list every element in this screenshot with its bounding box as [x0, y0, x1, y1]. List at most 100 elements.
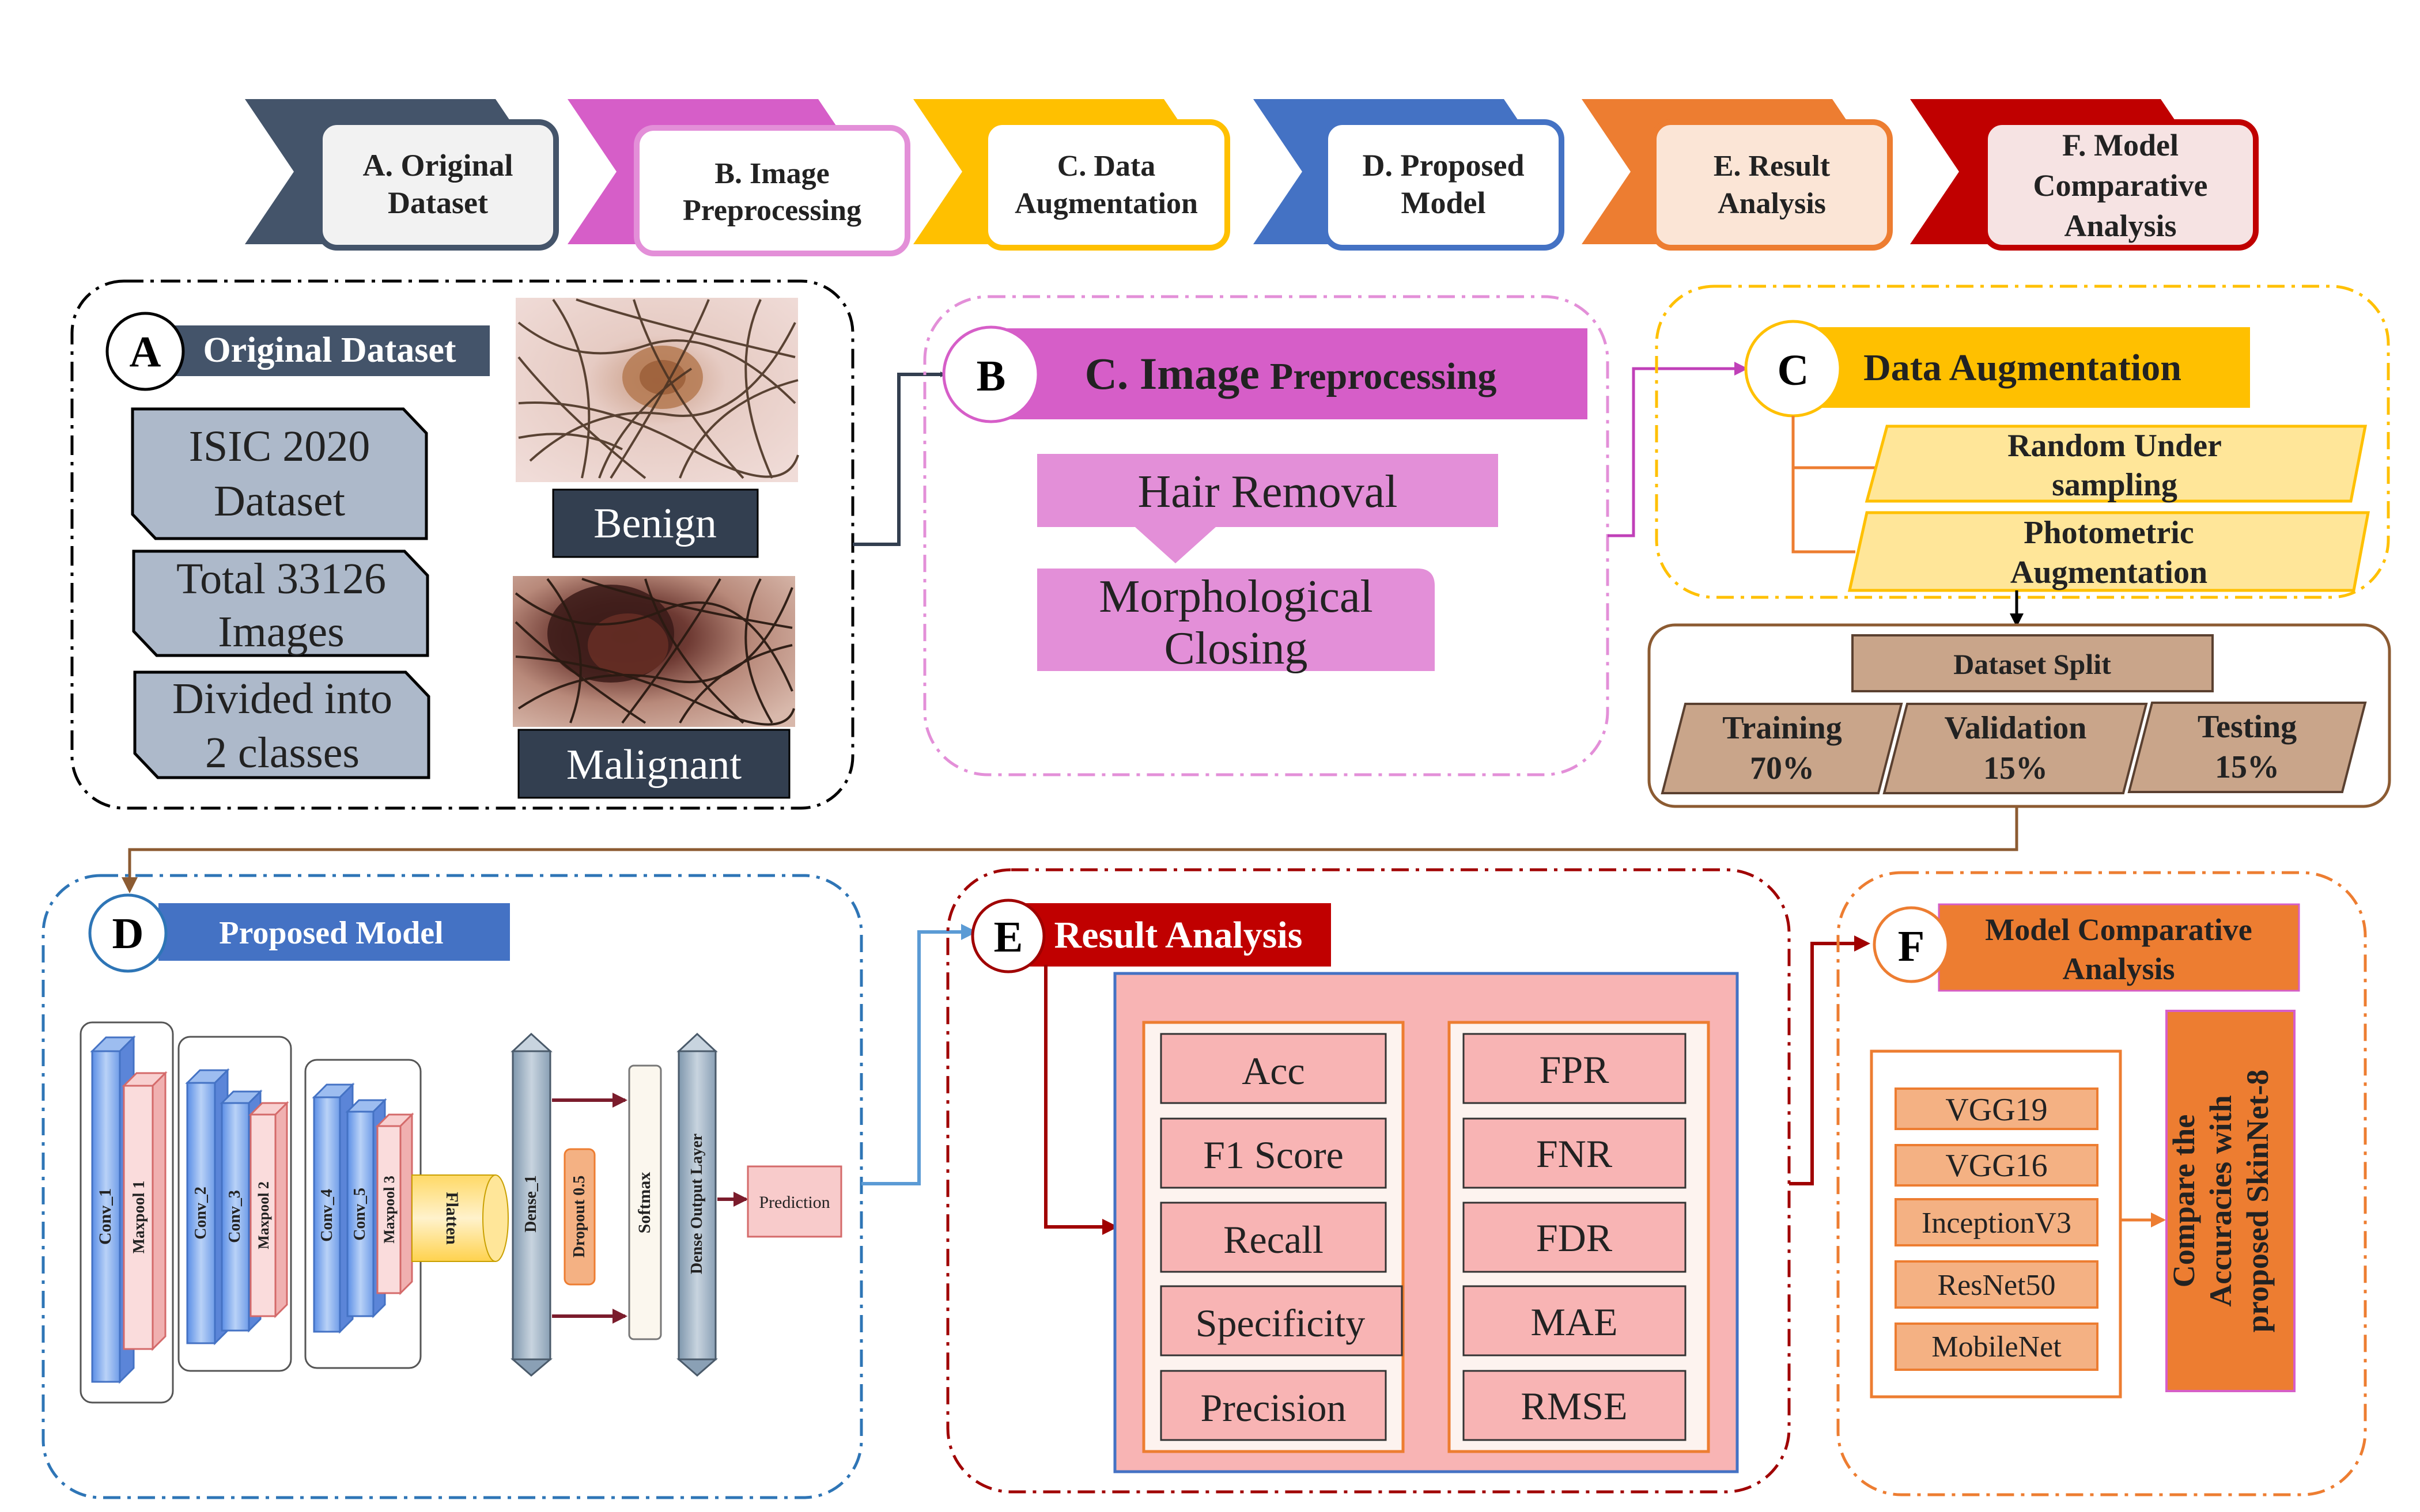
random-line2: sampling	[2052, 467, 2177, 503]
panel-f-badge-letter: F	[1898, 922, 1924, 971]
panel-e-border	[946, 868, 1791, 1494]
metric-fdr-label: FDR	[1536, 1216, 1613, 1260]
compare-line2: Accuracies with	[2203, 1095, 2238, 1306]
malignant-lesion-image	[513, 576, 795, 727]
classes-line1: Divided into	[172, 674, 392, 723]
compare-line1: Compare the	[2166, 1115, 2201, 1287]
panel-f-title-bar	[1938, 903, 2300, 992]
metric-specificity-label: Specificity	[1196, 1301, 1366, 1345]
panel-c-badge-letter: C	[1778, 346, 1809, 395]
step-d-line2: Model	[1401, 185, 1486, 220]
step-f: F. Model Comparative Analysis	[1910, 99, 2259, 251]
svg-text:Maxpool 3: Maxpool 3	[381, 1176, 398, 1244]
step-e-line1: E. Result	[1714, 150, 1831, 183]
panel-a: Original Dataset A ISIC 2020 Dataset Tot…	[70, 279, 854, 810]
augment-branch-lines	[1791, 416, 1855, 554]
benign-lesion-image	[516, 298, 799, 482]
svg-text:Dense_1: Dense_1	[522, 1175, 540, 1233]
hair-removal-label: Hair Removal	[1138, 467, 1398, 517]
panel-b-title-bar	[991, 328, 1587, 419]
model-inceptionv3	[1895, 1198, 2098, 1246]
classes-line2: 2 classes	[205, 729, 360, 777]
validation-line2: 15%	[1983, 751, 2048, 786]
step-d: D. Proposed Model	[1253, 99, 1564, 251]
random-undersampling-box	[1865, 425, 2368, 503]
metric-mae	[1462, 1285, 1687, 1356]
svg-text:Conv_2: Conv_2	[192, 1187, 210, 1240]
training-line1: Training	[1722, 710, 1842, 746]
step-a-line2: Dataset	[388, 185, 488, 220]
dense-output-layer: Dense Output Layer	[676, 1032, 718, 1377]
dataset-split-header	[1851, 634, 2214, 692]
step-d-box	[1322, 119, 1564, 251]
svg-text:Conv_3: Conv_3	[226, 1190, 244, 1243]
model-resnet50	[1895, 1260, 2098, 1309]
panel-a-title: Original Dataset	[203, 331, 456, 370]
panel-f: Model Comparative Analysis F VGG19 VGG16…	[1836, 871, 2367, 1496]
step-a: A. Original Dataset	[245, 99, 559, 251]
metric-f1-label: F1 Score	[1203, 1133, 1344, 1177]
training-box	[1661, 703, 1903, 794]
model-mobilenet	[1895, 1322, 2098, 1371]
dataset-box	[131, 407, 428, 540]
conv-block-2	[177, 1036, 292, 1372]
panel-f-border	[1836, 871, 2367, 1496]
validation-box	[1882, 703, 2148, 794]
dataset-line2: Dataset	[214, 477, 345, 525]
step-b-line1: B. Image	[714, 157, 829, 190]
panel-f-badge	[1873, 906, 1950, 983]
testing-line1: Testing	[2198, 709, 2297, 745]
connector-b-c	[1608, 362, 1748, 537]
testing-box	[2127, 702, 2367, 793]
step-c-line1: C. Data	[1057, 150, 1155, 183]
step-e-line2: Analysis	[1718, 187, 1826, 220]
model-vgg16	[1895, 1144, 2098, 1187]
metric-fpr-label: FPR	[1540, 1048, 1610, 1092]
dropout-layer: Dropout 0.5	[564, 1148, 596, 1286]
step-b-box	[634, 125, 910, 256]
panel-e-badge	[971, 899, 1046, 973]
panel-e-title: Result Analysis	[1054, 914, 1303, 956]
total-line2: Images	[218, 608, 344, 656]
conv-block-1	[80, 1021, 174, 1404]
metric-recall	[1160, 1202, 1387, 1273]
metric-precision-label: Precision	[1200, 1386, 1346, 1430]
malignant-label: Malignant	[566, 741, 742, 789]
metric-mae-label: MAE	[1530, 1300, 1617, 1344]
step-b-line2: Preprocessing	[683, 194, 861, 227]
panel-d: Proposed Model D Conv_1 Maxpool 1 Conv_2	[41, 874, 863, 1499]
total-line1: Total 33126	[176, 555, 386, 603]
step-f-box	[1982, 119, 2259, 251]
panel-f-title-line2: Analysis	[2062, 952, 2175, 986]
metric-precision	[1160, 1370, 1387, 1441]
step-e-box	[1651, 119, 1893, 251]
svg-text:Flatten: Flatten	[443, 1192, 462, 1245]
random-line1: Random Under	[2007, 428, 2222, 464]
panel-d-badge-letter: D	[112, 910, 144, 958]
connector-e-metrics	[1044, 965, 1118, 1235]
dense1-layer: Dense_1	[511, 1032, 553, 1377]
panel-c: Data Augmentation C Random Under samplin…	[1655, 285, 2390, 599]
photo-line1: Photometric	[2024, 515, 2194, 551]
flatten-layer: Flatten	[411, 1174, 509, 1262]
panel-a-badge	[105, 312, 185, 391]
metric-f1	[1160, 1117, 1387, 1189]
maxpool2-layer: Maxpool 2	[248, 1101, 289, 1318]
model-vgg16-label: VGG16	[1945, 1148, 2047, 1184]
training-line2: 70%	[1750, 751, 1814, 786]
connector-a-b	[853, 372, 946, 546]
metric-recall-label: Recall	[1223, 1218, 1324, 1261]
svg-text:Conv_4: Conv_4	[318, 1189, 336, 1242]
svg-text:Softmax: Softmax	[635, 1172, 654, 1234]
dataset-split-panel: Dataset Split Training 70% Validation 15…	[1647, 623, 2391, 808]
panel-a-badge-letter: A	[130, 328, 161, 376]
step-a-line1: A. Original	[362, 148, 513, 183]
svg-text:Maxpool 2: Maxpool 2	[255, 1181, 272, 1249]
step-e: E. Result Analysis	[1582, 99, 1893, 251]
step-c-box	[982, 119, 1230, 251]
svg-text:Conv_1: Conv_1	[96, 1188, 115, 1245]
panel-e-badge-letter: E	[994, 913, 1023, 961]
hair-removal-box	[1037, 454, 1498, 563]
model-vgg19-label: VGG19	[1945, 1092, 2047, 1128]
step-c-line2: Augmentation	[1015, 187, 1198, 220]
